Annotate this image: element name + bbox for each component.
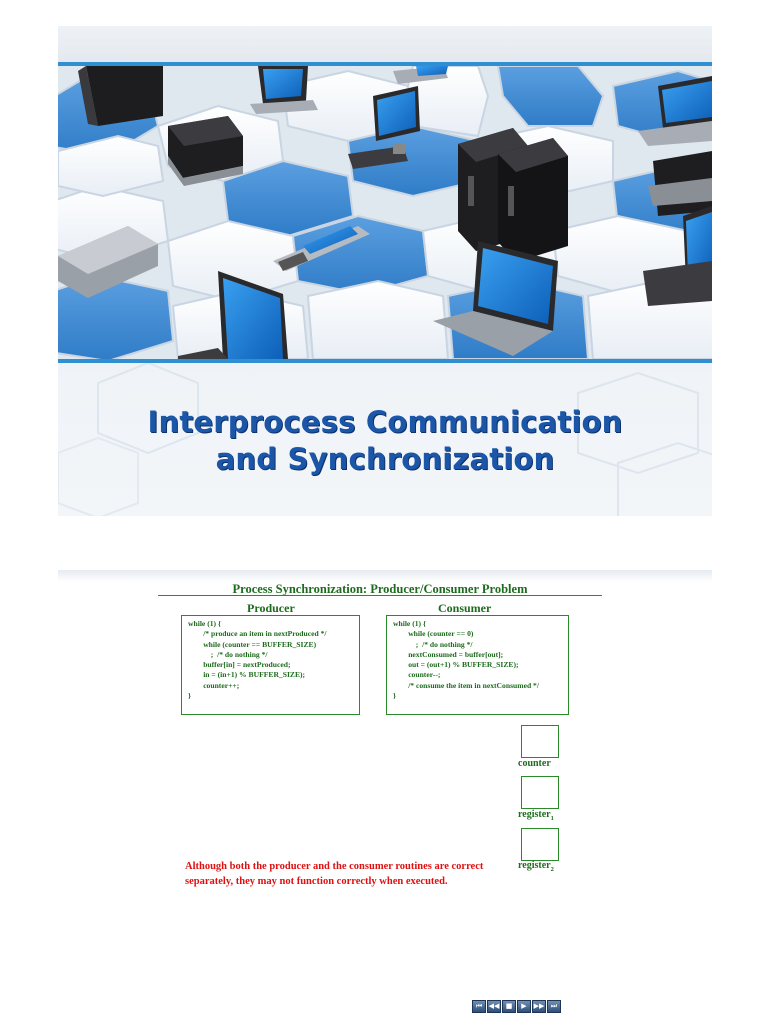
code-line: while (1) { bbox=[393, 619, 426, 628]
code-line: in = (in+1) % BUFFER_SIZE); bbox=[188, 670, 306, 680]
register1-box bbox=[521, 776, 559, 809]
title-slide: Interprocess Communication and Synchroni… bbox=[58, 26, 712, 516]
register2-label: register2 bbox=[518, 860, 554, 873]
slide-heading: Process Synchronization: Producer/Consum… bbox=[232, 582, 528, 596]
code-line: } bbox=[393, 691, 396, 701]
producer-label: Producer bbox=[247, 601, 295, 615]
slide-title: Interprocess Communication and Synchroni… bbox=[58, 404, 712, 478]
register1-label: register1 bbox=[518, 809, 554, 822]
hero-bottom-rule bbox=[58, 359, 712, 363]
warning-note: Although both the producer and the consu… bbox=[185, 861, 484, 887]
slide-top-band bbox=[58, 570, 712, 582]
first-icon[interactable]: ⏮ bbox=[472, 1000, 486, 1013]
code-line: nextConsumed = buffer[out]; bbox=[393, 649, 504, 659]
code-line: buffer[in] = nextProduced; bbox=[188, 660, 291, 670]
counter-label: counter bbox=[518, 758, 551, 769]
background-hexagon-pattern bbox=[58, 363, 712, 516]
heading-rule bbox=[158, 595, 602, 596]
code-line: ; /* do nothing */ bbox=[393, 639, 473, 649]
network-devices-illustration bbox=[58, 66, 712, 359]
prev-icon[interactable]: ◀◀ bbox=[487, 1000, 501, 1013]
consumer-code-box: while (1) { while (counter == 0) ; /* do… bbox=[386, 615, 569, 715]
stop-icon[interactable]: ■ bbox=[502, 1000, 516, 1013]
next-icon[interactable]: ▶▶ bbox=[532, 1000, 546, 1013]
code-line: /* consume the item in nextConsumed */ bbox=[393, 680, 539, 690]
register2-box bbox=[521, 828, 559, 861]
code-line: while (counter == 0) bbox=[393, 629, 474, 639]
title-line-2: and Synchronization bbox=[215, 442, 555, 476]
code-line: while (counter == BUFFER_SIZE) bbox=[188, 639, 317, 649]
consumer-label: Consumer bbox=[438, 601, 492, 615]
code-line: /* produce an item in nextProduced */ bbox=[188, 629, 327, 639]
slide-top-band bbox=[58, 26, 712, 62]
counter-box bbox=[521, 725, 559, 758]
producer-code-box: while (1) { /* produce an item in nextPr… bbox=[181, 615, 360, 715]
hero-top-rule bbox=[58, 62, 712, 66]
code-line: counter++; bbox=[188, 680, 240, 690]
play-icon[interactable]: ▶ bbox=[517, 1000, 531, 1013]
producer-consumer-slide: Process Synchronization: Producer/Consum… bbox=[58, 570, 712, 1022]
last-icon[interactable]: ⏭ bbox=[547, 1000, 561, 1013]
code-line: } bbox=[188, 691, 191, 701]
slide-navigation-bar: ⏮ ◀◀ ■ ▶ ▶▶ ⏭ bbox=[472, 1000, 561, 1013]
title-line-1: Interprocess Communication bbox=[147, 405, 623, 439]
code-line: out = (out+1) % BUFFER_SIZE); bbox=[393, 660, 519, 670]
code-line: ; /* do nothing */ bbox=[188, 649, 268, 659]
code-line: while (1) { bbox=[188, 619, 221, 628]
code-line: counter--; bbox=[393, 670, 441, 680]
